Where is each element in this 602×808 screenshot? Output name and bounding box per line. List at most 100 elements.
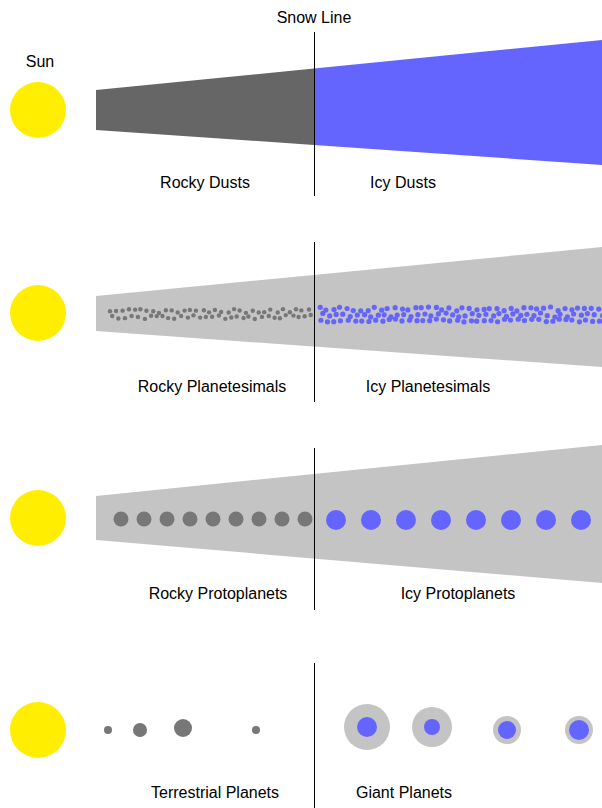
planetesimal	[393, 305, 398, 310]
planetesimal	[204, 315, 208, 319]
planetesimal	[461, 319, 466, 324]
planetesimal	[428, 313, 433, 318]
planetesimal	[446, 305, 451, 310]
planetesimal	[246, 314, 250, 318]
planetesimal	[415, 312, 420, 317]
planetesimal	[120, 308, 124, 312]
protoplanet	[396, 510, 416, 530]
icy-core	[498, 721, 516, 739]
planetesimal	[327, 313, 332, 318]
planetesimal	[182, 308, 186, 312]
planetesimal	[439, 307, 444, 312]
planetesimal	[351, 308, 356, 313]
planetesimal	[164, 308, 168, 312]
planetesimal	[179, 314, 183, 318]
planetesimal	[536, 317, 541, 322]
planetesimal	[444, 311, 449, 316]
planetesimal	[129, 314, 133, 318]
planetesimal	[590, 319, 595, 324]
planetesimal	[337, 305, 342, 310]
planetesimal	[232, 307, 236, 311]
planetesimal	[284, 313, 288, 317]
planetesimal	[422, 311, 427, 316]
icy-core	[357, 717, 377, 737]
planetesimal	[582, 306, 587, 311]
planetesimal	[136, 315, 140, 319]
planetesimal	[372, 305, 377, 310]
sun	[10, 702, 66, 758]
planetesimal	[441, 317, 446, 322]
snow-line	[314, 32, 315, 196]
protoplanet	[571, 510, 591, 530]
planetesimal	[116, 316, 120, 320]
planetesimal	[534, 306, 539, 311]
planetesimal	[323, 307, 328, 312]
planetesimal	[569, 317, 574, 322]
planetesimal	[257, 310, 261, 314]
planetesimal	[344, 306, 349, 311]
region-label: Icy Dusts	[370, 173, 436, 192]
planetesimal	[262, 310, 266, 314]
planetesimal	[502, 317, 507, 322]
planetesimal	[110, 314, 114, 318]
protoplanet	[183, 512, 198, 527]
planetesimal	[299, 308, 303, 312]
planetesimal	[198, 315, 202, 319]
planetesimal	[454, 308, 459, 313]
planetesimal	[325, 319, 330, 324]
planetesimal	[353, 318, 358, 323]
terrestrial-planet	[174, 719, 192, 737]
region-label: Icy Planetesimals	[366, 377, 491, 396]
protoplanet	[431, 510, 451, 530]
gas-envelope	[344, 704, 390, 750]
planetesimal	[229, 315, 233, 319]
planetesimal	[334, 312, 339, 317]
planetesimal	[362, 312, 367, 317]
planetesimal	[188, 308, 192, 312]
planetesimal	[455, 318, 460, 323]
icy-dust-disk	[314, 40, 602, 165]
terrestrial-planet	[104, 726, 112, 734]
planetesimal	[355, 312, 360, 317]
snow-line-label: Snow Line	[277, 8, 352, 27]
planetesimal	[331, 319, 336, 324]
sun-label: Sun	[26, 52, 54, 71]
protoplanet	[206, 512, 221, 527]
planetesimal	[514, 308, 519, 313]
planetesimal	[170, 308, 174, 312]
planetesimal	[522, 318, 527, 323]
planetesimal	[387, 317, 392, 322]
planetesimal	[400, 306, 405, 311]
planetesimal	[366, 308, 371, 313]
planetesimal	[571, 311, 576, 316]
planetesimal	[434, 305, 439, 310]
planetesimal	[548, 304, 553, 309]
planetesimal	[502, 308, 507, 313]
planetesimal	[521, 305, 526, 310]
planetesimal	[483, 312, 488, 317]
protoplanet	[298, 512, 313, 527]
gas-envelope	[565, 716, 593, 744]
planetesimal	[509, 306, 514, 311]
region-label: Terrestrial Planets	[151, 783, 279, 802]
planetesimal	[382, 312, 387, 317]
snow-line	[314, 242, 315, 402]
planetesimal	[447, 318, 452, 323]
sun	[10, 82, 66, 138]
planetesimal	[462, 313, 467, 318]
planetesimal	[194, 308, 198, 312]
planetesimal	[294, 307, 298, 311]
planetesimal	[253, 317, 257, 321]
planetesimal	[278, 316, 282, 320]
planetesimal	[414, 318, 419, 323]
planetesimal	[288, 310, 292, 314]
planetesimal	[476, 313, 481, 318]
planetesimal	[175, 310, 179, 314]
planetesimal	[368, 314, 373, 319]
planetesimal	[251, 309, 255, 313]
planetesimal	[267, 314, 271, 318]
planetesimal	[108, 309, 112, 313]
planetesimal	[114, 309, 118, 313]
protoplanet	[361, 510, 381, 530]
planetesimal	[600, 313, 602, 318]
